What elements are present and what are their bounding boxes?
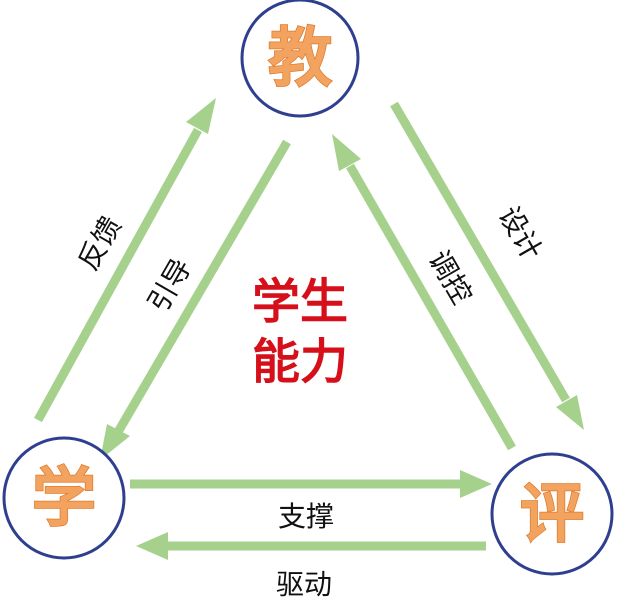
arrow-feedback — [34, 98, 216, 423]
node-evaluate: 评 — [490, 452, 614, 576]
node-evaluate-circle — [490, 452, 614, 576]
node-teach-label: 教 — [268, 22, 332, 96]
node-learn-label: 学 — [32, 462, 96, 536]
arrow-support — [130, 470, 492, 498]
arrow-regulate — [332, 134, 516, 451]
edge-label-drive: 驱动 — [276, 568, 332, 600]
arrow-design — [390, 101, 584, 430]
node-teach-circle — [240, 0, 360, 118]
arrow-guide — [100, 139, 291, 460]
edge-label-design: 设计 — [492, 201, 549, 266]
node-evaluate-label: 评 — [520, 478, 584, 552]
node-learn-circle — [2, 436, 126, 560]
arrow-drive — [136, 532, 486, 560]
center-label-line1: 学生 — [252, 274, 348, 330]
center-label-line2: 能力 — [252, 334, 348, 390]
edge-label-support: 支撑 — [278, 500, 334, 533]
node-learn: 学 — [2, 436, 126, 560]
node-teach: 教 — [240, 0, 360, 118]
